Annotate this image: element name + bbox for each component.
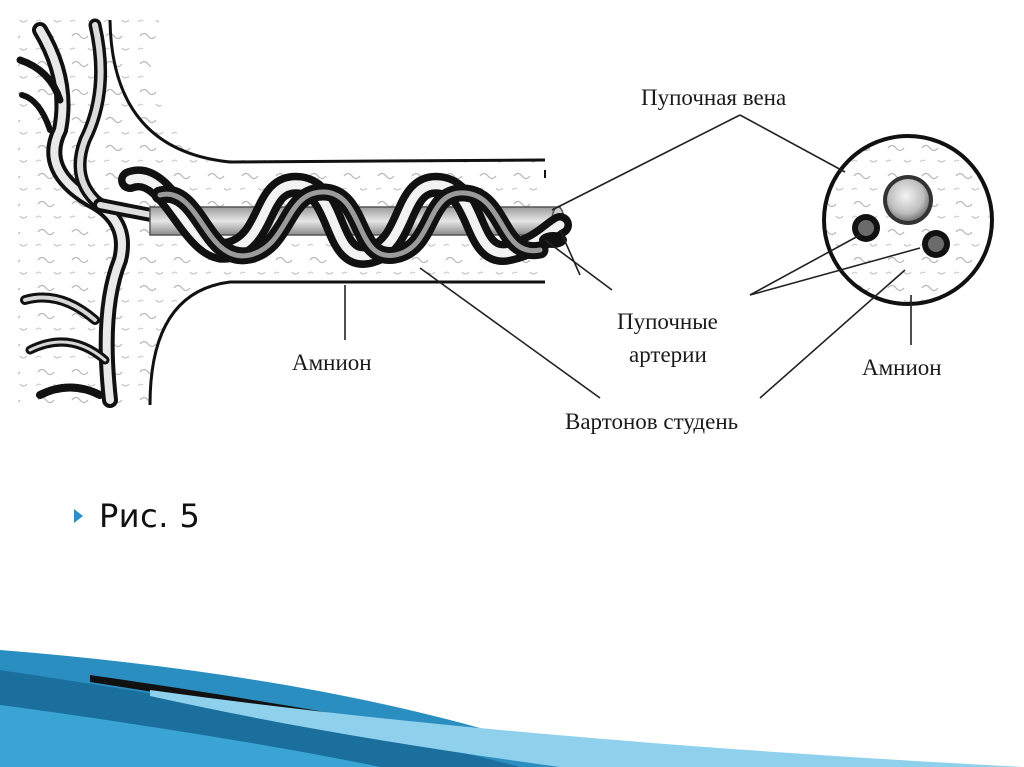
umbilical-cord-illustration (16, 18, 994, 408)
caption-bullet-item: Рис. 5 (74, 493, 200, 539)
decorative-wave (0, 650, 1024, 767)
figure-caption: Рис. 5 (99, 497, 201, 535)
label-umbilical-vein: Пупочная вена (641, 85, 787, 110)
label-wharton-jelly: Вартонов студень (565, 409, 739, 434)
bullet-arrow-icon (74, 509, 83, 523)
cord-cross-section (822, 134, 994, 306)
placental-vessels (16, 18, 197, 408)
label-amnion-right: Амнион (862, 355, 942, 380)
leader-lines (344, 114, 921, 399)
label-umbilical-arteries-line2: артерии (629, 342, 707, 367)
label-amnion-left: Амнион (292, 350, 372, 375)
cord-outline (108, 19, 546, 406)
umbilical-arteries-spiral (118, 166, 572, 268)
label-umbilical-arteries-line1: Пупочные (617, 309, 718, 334)
